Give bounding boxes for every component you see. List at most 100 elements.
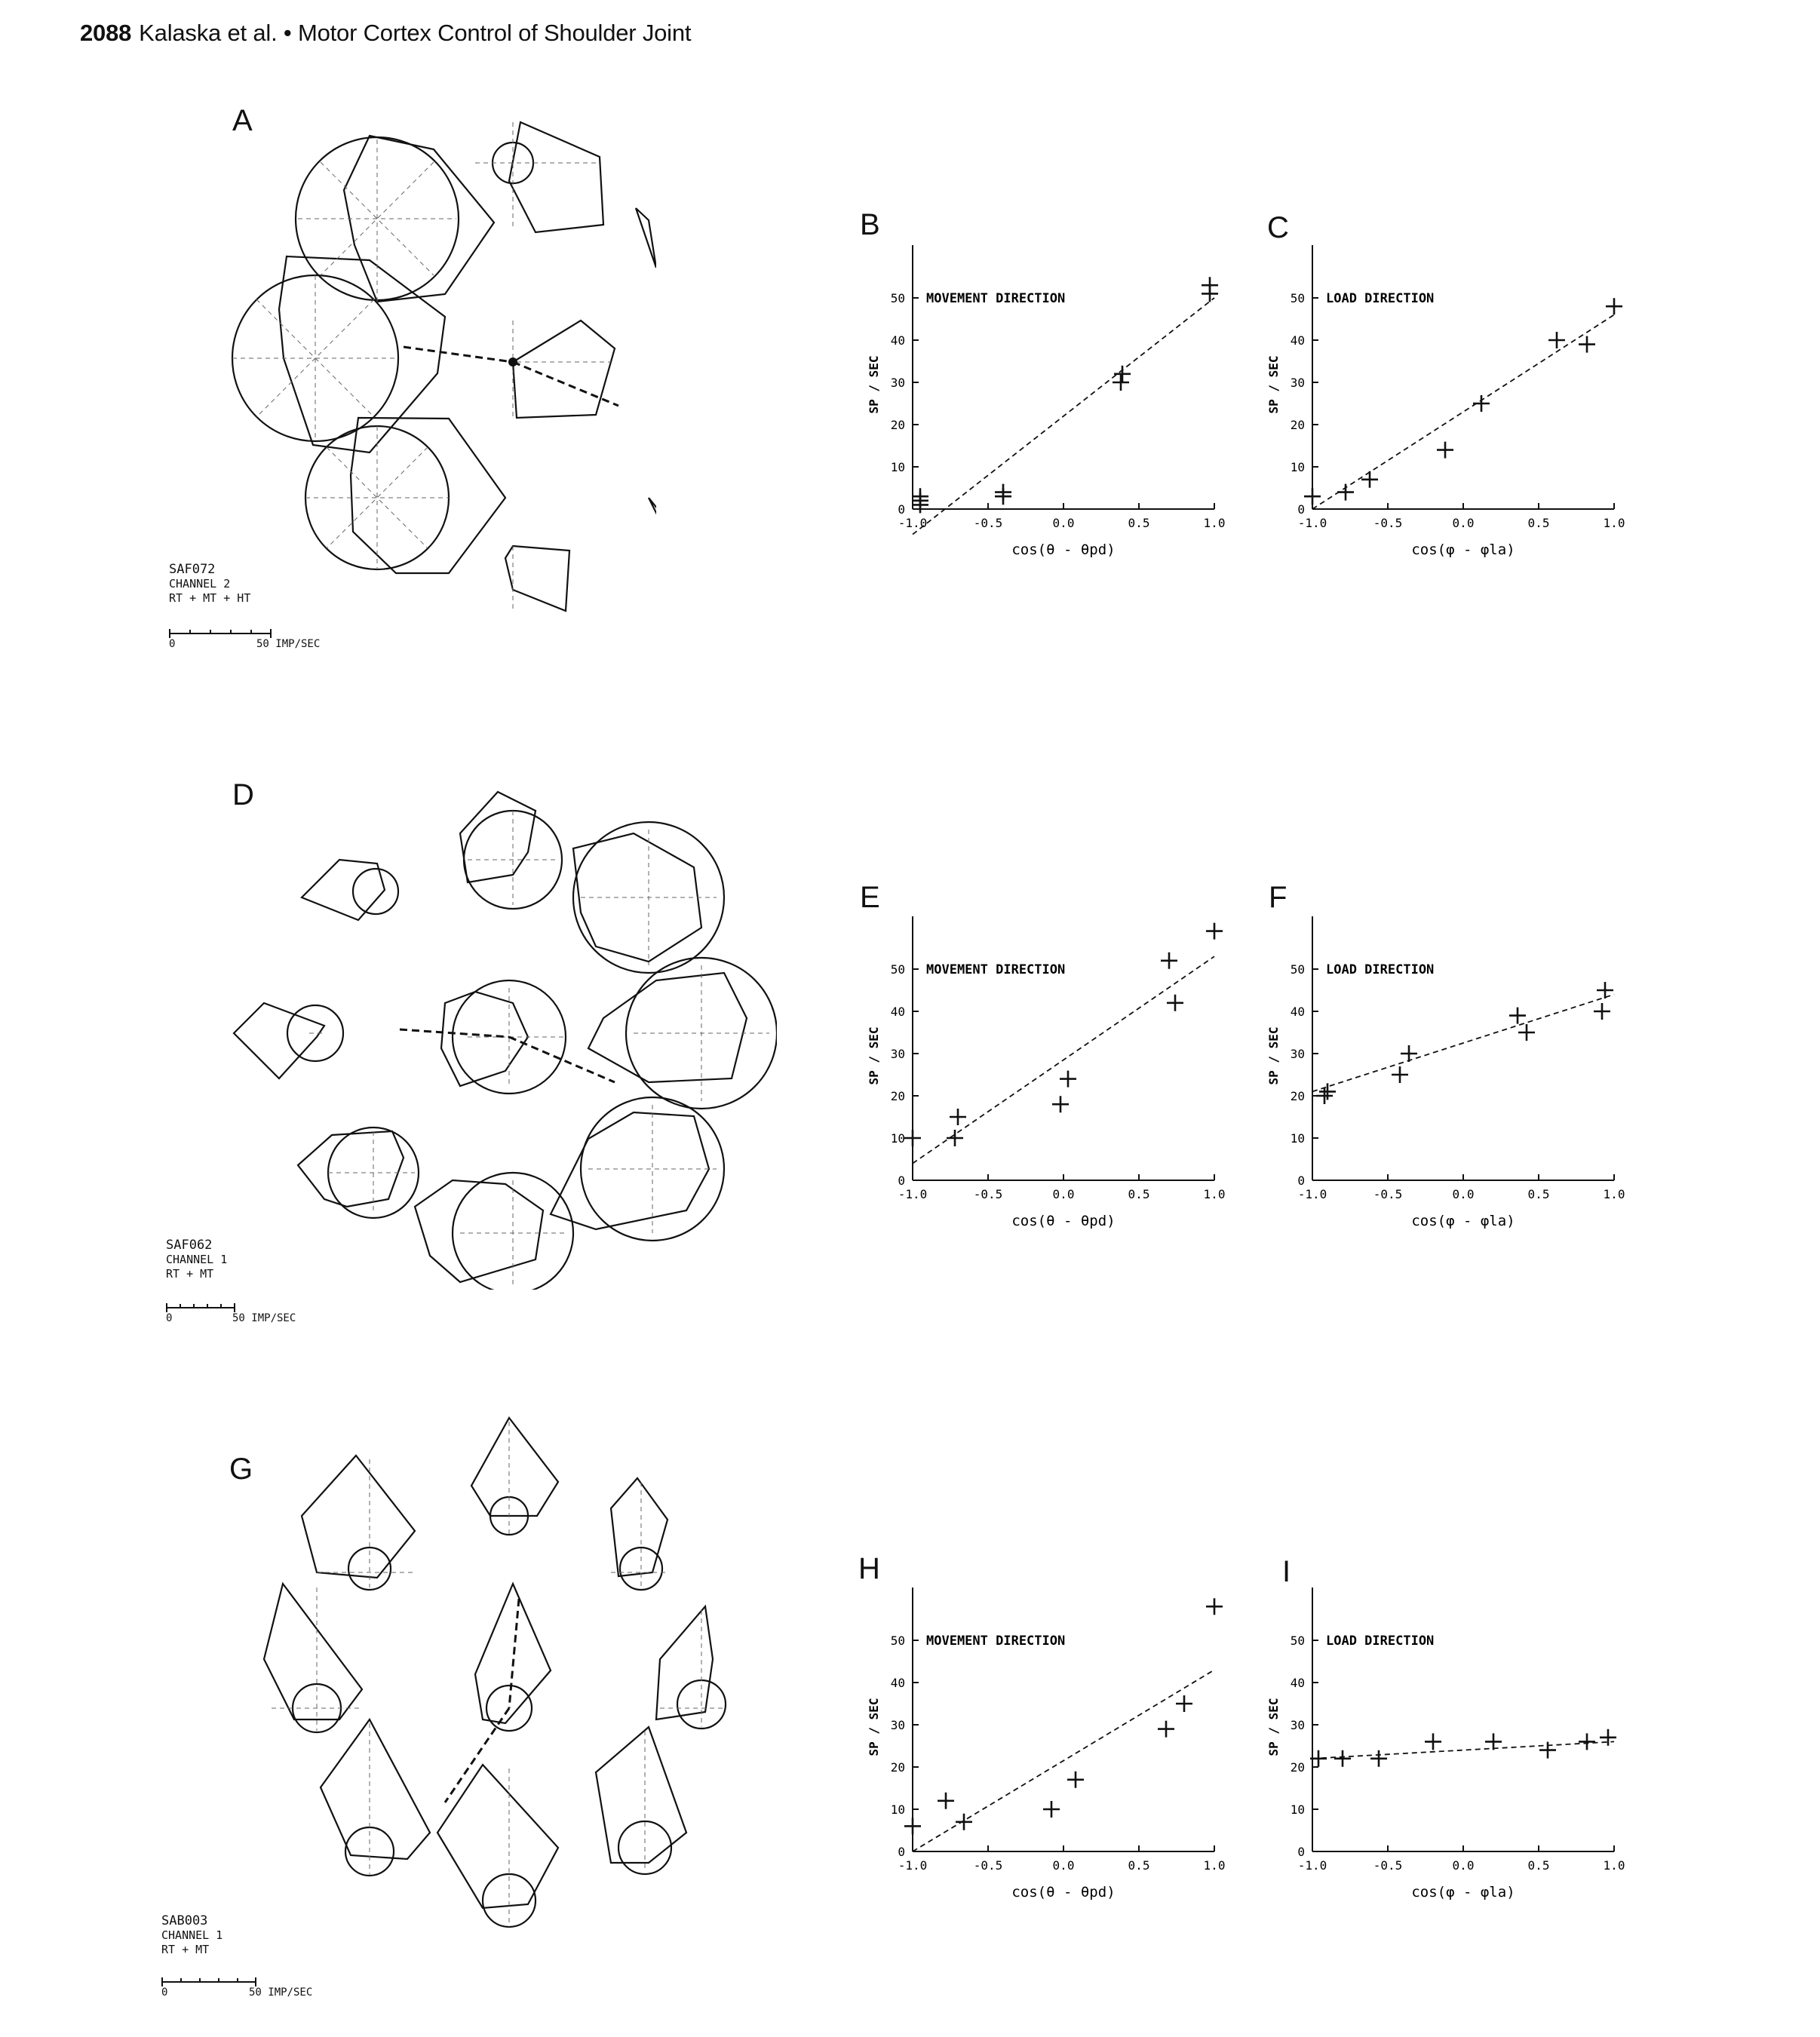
data-point — [1060, 1070, 1076, 1088]
chart-title: LOAD DIRECTION — [1326, 291, 1434, 306]
panel-label-e: E — [860, 881, 880, 914]
data-point — [1606, 298, 1622, 315]
y-tick-label: 20 — [891, 1089, 905, 1103]
chart-title: MOVEMENT DIRECTION — [926, 962, 1065, 977]
data-point — [1113, 374, 1129, 391]
x-tick-label: -1.0 — [898, 1187, 928, 1201]
running-title: Kalaska et al. • Motor Cortex Control of… — [139, 20, 692, 46]
panel-label-b: B — [860, 208, 880, 241]
y-tick-label: 30 — [1291, 1047, 1305, 1061]
x-axis-label: cos(θ - θpd) — [1011, 1213, 1115, 1229]
x-tick-label: 1.0 — [1204, 1187, 1226, 1201]
fit-line — [1312, 993, 1615, 1093]
y-axis-label: SP / SEC — [1266, 1698, 1281, 1756]
data-point — [947, 1130, 963, 1146]
data-point — [1370, 1750, 1387, 1767]
y-tick-label: 10 — [1291, 460, 1305, 474]
x-tick-label: -0.5 — [974, 516, 1003, 530]
data-point — [1518, 1024, 1535, 1041]
y-tick-label: 0 — [898, 1173, 905, 1188]
cell-id: SAF072 — [169, 562, 216, 577]
data-point — [1316, 1088, 1333, 1104]
x-tick-label: -0.5 — [1373, 1858, 1403, 1873]
y-tick-label: 40 — [1291, 1005, 1305, 1019]
y-tick-label: 50 — [1291, 291, 1305, 305]
data-point — [1594, 1003, 1610, 1020]
data-point — [904, 1130, 921, 1146]
y-tick-label: 40 — [891, 333, 905, 348]
cell-channel: CHANNEL 2 — [169, 577, 231, 591]
polar-plot-g — [262, 1416, 727, 1928]
fit-line — [1312, 314, 1615, 510]
y-tick-label: 10 — [891, 1802, 905, 1817]
data-point — [1319, 1083, 1336, 1100]
cell-info-saf072: SAF072 CHANNEL 2 RT + MT + HT — [169, 563, 250, 606]
y-tick-label: 50 — [891, 962, 905, 977]
chart-title: MOVEMENT DIRECTION — [926, 291, 1065, 306]
x-axis-label: cos(φ - φla) — [1411, 541, 1515, 558]
fit-line — [1312, 1741, 1615, 1759]
page-header: 2088 Kalaska et al. • Motor Cortex Contro… — [80, 20, 692, 47]
x-tick-label: -0.5 — [1373, 516, 1403, 530]
y-tick-label: 0 — [898, 502, 905, 517]
scale-bar-g: 0 50 IMP/SEC — [161, 1976, 358, 1999]
scale-label: 50 IMP/SEC — [256, 638, 321, 650]
x-tick-label: -1.0 — [1298, 1187, 1327, 1201]
x-tick-label: 0.5 — [1528, 516, 1550, 530]
data-point — [1052, 1096, 1069, 1113]
data-point — [1161, 952, 1177, 969]
y-tick-label: 20 — [1291, 1760, 1305, 1775]
data-point — [1509, 1007, 1526, 1024]
data-point — [1425, 1733, 1441, 1750]
y-axis-label: SP / SEC — [867, 1026, 881, 1084]
x-tick-label: 0.0 — [1053, 1858, 1075, 1873]
x-axis-label: cos(φ - φla) — [1411, 1884, 1515, 1900]
y-tick-label: 10 — [891, 460, 905, 474]
fit-line — [912, 297, 1215, 535]
data-point — [1176, 1695, 1192, 1712]
panel-label-c: C — [1267, 211, 1289, 244]
x-tick-label: 0.0 — [1453, 1858, 1475, 1873]
data-point — [1597, 982, 1613, 999]
data-point — [995, 483, 1011, 501]
data-point — [1485, 1733, 1502, 1750]
x-axis-label: cos(φ - φla) — [1411, 1213, 1515, 1229]
y-tick-label: 0 — [1297, 502, 1305, 517]
x-tick-label: -0.5 — [974, 1858, 1003, 1873]
scale-label: 50 IMP/SEC — [232, 1312, 296, 1324]
fit-line — [912, 1669, 1215, 1852]
y-axis-label: SP / SEC — [867, 1698, 881, 1756]
cell-id: SAF062 — [166, 1238, 213, 1253]
polar-plot-d — [232, 790, 777, 1290]
page-number: 2088 — [80, 20, 132, 46]
data-point — [1548, 332, 1565, 348]
data-point — [1114, 365, 1131, 382]
x-tick-label: 1.0 — [1204, 516, 1226, 530]
data-point — [1167, 994, 1183, 1011]
data-point — [1579, 1733, 1595, 1750]
panel-label-d: D — [232, 778, 254, 811]
x-tick-label: 1.0 — [1604, 516, 1625, 530]
y-tick-label: 20 — [1291, 418, 1305, 432]
x-tick-label: -1.0 — [1298, 1858, 1327, 1873]
data-point — [1437, 441, 1453, 459]
panel-label-h: H — [858, 1552, 880, 1585]
data-point — [1600, 1729, 1616, 1746]
y-tick-label: 30 — [1291, 1718, 1305, 1732]
x-tick-label: 1.0 — [1604, 1187, 1625, 1201]
cell-channel: CHANNEL 1 — [161, 1928, 223, 1942]
y-tick-label: 20 — [1291, 1089, 1305, 1103]
y-tick-label: 0 — [1297, 1845, 1305, 1859]
x-axis-label: cos(θ - θpd) — [1011, 541, 1115, 558]
cell-condition: RT + MT — [161, 1943, 210, 1956]
polar-plot-a — [231, 121, 656, 612]
y-tick-label: 50 — [1291, 962, 1305, 977]
chart-title: LOAD DIRECTION — [1326, 1634, 1434, 1649]
x-axis-label: cos(θ - θpd) — [1011, 1884, 1115, 1900]
x-tick-label: -1.0 — [898, 516, 928, 530]
x-tick-label: 0.5 — [1128, 516, 1150, 530]
x-tick-label: -1.0 — [1298, 516, 1327, 530]
data-point — [1401, 1045, 1417, 1062]
